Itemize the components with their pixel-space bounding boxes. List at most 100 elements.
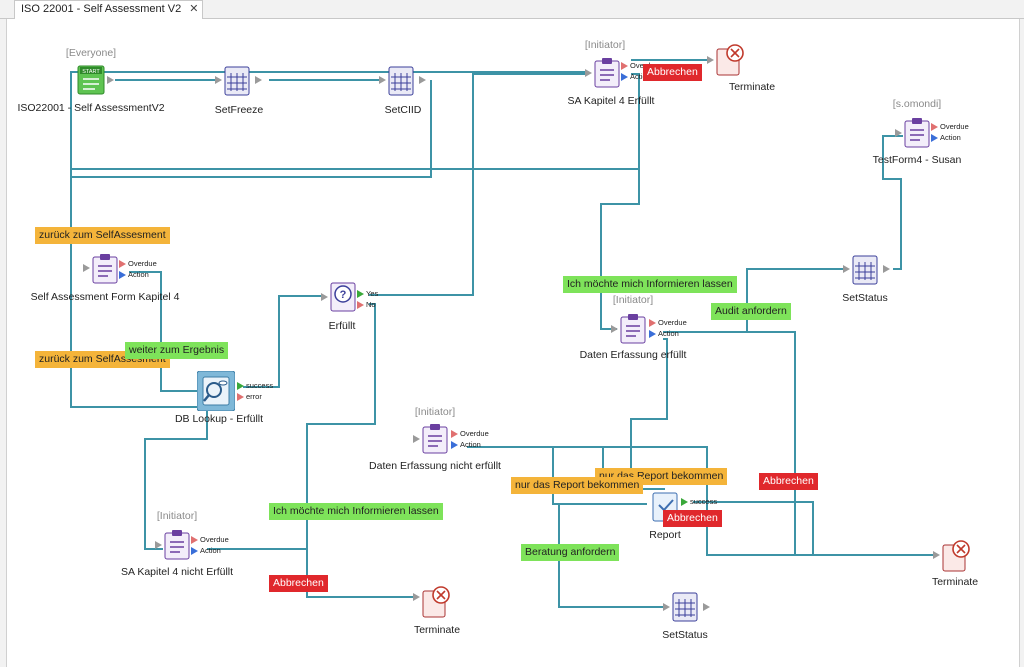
terminate-right-node[interactable] bbox=[941, 539, 973, 578]
tab-title: ISO 22001 - Self Assessment V2 bbox=[21, 3, 182, 15]
start-label: ISO22001 - Self AssessmentV2 bbox=[17, 102, 165, 114]
tab-bar: ISO 22001 - Self Assessment V2 ✕ bbox=[0, 0, 1024, 19]
db-lookup-node[interactable] bbox=[196, 370, 236, 416]
daten-erfuellt-label: Daten Erfassung erfüllt bbox=[579, 349, 687, 361]
port-action: Action bbox=[119, 270, 149, 280]
port-overdue: Overdue bbox=[931, 122, 969, 132]
input-arrow-icon bbox=[707, 56, 714, 64]
sa-kapitel-4-erfuellt-node[interactable] bbox=[593, 57, 623, 94]
input-arrow-icon bbox=[155, 541, 162, 549]
input-arrow-icon bbox=[413, 593, 420, 601]
terminate-bottom-label: Terminate bbox=[413, 624, 461, 636]
audit-tag[interactable]: Audit anfordern bbox=[711, 303, 791, 320]
grid-icon bbox=[852, 255, 878, 285]
informieren-tag-right[interactable]: Ich möchte mich Informieren lassen bbox=[563, 276, 737, 293]
abbrechen-tag-top[interactable]: Abbrechen bbox=[643, 64, 702, 81]
start-node[interactable]: START bbox=[77, 65, 107, 102]
port-action: Action bbox=[931, 133, 961, 143]
erfuellt-node[interactable]: ? bbox=[329, 281, 359, 318]
input-arrow-icon bbox=[611, 325, 618, 333]
port-overdue: Overdue bbox=[649, 318, 687, 328]
port-action: Action bbox=[621, 72, 651, 82]
tab-workflow[interactable]: ISO 22001 - Self Assessment V2 ✕ bbox=[14, 0, 204, 19]
form-icon bbox=[904, 118, 930, 148]
erfuellt-label: Erfüllt bbox=[328, 320, 356, 332]
grid-icon bbox=[672, 592, 698, 622]
input-arrow-icon bbox=[321, 293, 328, 301]
abbrechen-tag-report[interactable]: Abbrechen bbox=[663, 510, 722, 527]
setstatus-right-label: SetStatus bbox=[842, 292, 888, 304]
role-initiator: [Initiator] bbox=[156, 510, 198, 522]
port-action: Action bbox=[649, 329, 679, 339]
daten-nicht-erfuellt-label: Daten Erfassung nicht erfüllt bbox=[369, 460, 501, 472]
setciid-node[interactable] bbox=[387, 65, 417, 102]
sa-form-kapitel-4-node[interactable] bbox=[91, 253, 121, 290]
input-arrow-icon bbox=[413, 435, 420, 443]
abbrechen-tag-right[interactable]: Abbrechen bbox=[759, 473, 818, 490]
form-icon bbox=[422, 424, 448, 454]
database-search-icon bbox=[196, 370, 236, 412]
start-icon: START bbox=[77, 65, 105, 95]
connector-lines bbox=[70, 59, 937, 608]
beratung-tag[interactable]: Beratung anfordern bbox=[521, 544, 620, 561]
sa-kapitel-4-nicht-node[interactable] bbox=[163, 529, 193, 566]
close-icon[interactable]: ✕ bbox=[189, 3, 199, 15]
role-initiator: [Initiator] bbox=[584, 39, 626, 51]
input-arrow-icon bbox=[663, 603, 670, 611]
sa-form-kapitel-4-label: Self Assessment Form Kapitel 4 bbox=[30, 291, 180, 303]
output-arrow-icon bbox=[883, 265, 890, 273]
terminate-right-label: Terminate bbox=[931, 576, 979, 588]
terminate-top-label: Terminate bbox=[728, 81, 776, 93]
input-arrow-icon bbox=[585, 69, 592, 77]
input-arrow-icon bbox=[933, 551, 940, 559]
sa-kapitel-4-erfuellt-label: SA Kapitel 4 Erfüllt bbox=[567, 95, 655, 107]
sa-kapitel-4-nicht-label: SA Kapitel 4 nicht Erfüllt bbox=[120, 566, 234, 578]
db-lookup-label: DB Lookup - Erfüllt bbox=[174, 413, 264, 425]
port-success: success bbox=[237, 381, 273, 391]
port-action: Action bbox=[451, 440, 481, 450]
zurueck-tag-1[interactable]: zurück zum SelfAssesment bbox=[35, 227, 170, 244]
testform4-node[interactable] bbox=[903, 117, 933, 154]
input-arrow-icon bbox=[843, 265, 850, 273]
setstatus-bottom-label: SetStatus bbox=[662, 629, 708, 641]
port-overdue: Overdue bbox=[191, 535, 229, 545]
svg-text:?: ? bbox=[340, 289, 347, 301]
input-arrow-icon bbox=[215, 76, 222, 84]
port-error: error bbox=[237, 392, 262, 402]
terminate-icon bbox=[422, 586, 450, 618]
daten-nicht-erfuellt-node[interactable] bbox=[421, 423, 451, 460]
question-icon: ? bbox=[330, 282, 356, 312]
abbrechen-tag-left[interactable]: Abbrechen bbox=[269, 575, 328, 592]
report-tag-2[interactable]: nur das Report bekommen bbox=[511, 477, 644, 494]
port-yes: Yes bbox=[357, 289, 378, 299]
form-icon bbox=[620, 314, 646, 344]
setstatus-bottom-node[interactable] bbox=[671, 591, 701, 628]
terminate-icon bbox=[942, 540, 970, 572]
daten-erfuellt-node[interactable] bbox=[619, 313, 649, 350]
role-somondi: [s.omondi] bbox=[892, 98, 942, 110]
input-arrow-icon bbox=[379, 76, 386, 84]
port-success: success bbox=[681, 497, 717, 507]
setciid-label: SetCIID bbox=[384, 104, 422, 116]
form-icon bbox=[164, 530, 190, 560]
terminate-icon bbox=[716, 44, 744, 76]
terminate-top-node[interactable] bbox=[715, 43, 747, 82]
port-overdue: Overdue bbox=[451, 429, 489, 439]
port-overdue: Overdue bbox=[119, 259, 157, 269]
terminate-bottom-node[interactable] bbox=[421, 585, 453, 624]
role-initiator: [Initiator] bbox=[414, 406, 456, 418]
input-arrow-icon bbox=[895, 129, 902, 137]
weiter-tag[interactable]: weiter zum Ergebnis bbox=[125, 342, 229, 359]
workflow-canvas[interactable]: [Everyone] START ISO22001 - Self Assessm… bbox=[6, 19, 1020, 667]
role-everyone: [Everyone] bbox=[65, 47, 117, 59]
port-no: No bbox=[357, 300, 376, 310]
form-icon bbox=[92, 254, 118, 284]
informieren-tag-left[interactable]: Ich möchte mich Informieren lassen bbox=[269, 503, 443, 520]
output-arrow-icon bbox=[107, 76, 114, 84]
setfreeze-node[interactable] bbox=[223, 65, 253, 102]
output-arrow-icon bbox=[255, 76, 262, 84]
port-action: Action bbox=[191, 546, 221, 556]
svg-text:START: START bbox=[82, 69, 100, 75]
role-initiator: [Initiator] bbox=[612, 294, 654, 306]
setstatus-right-node[interactable] bbox=[851, 254, 881, 291]
